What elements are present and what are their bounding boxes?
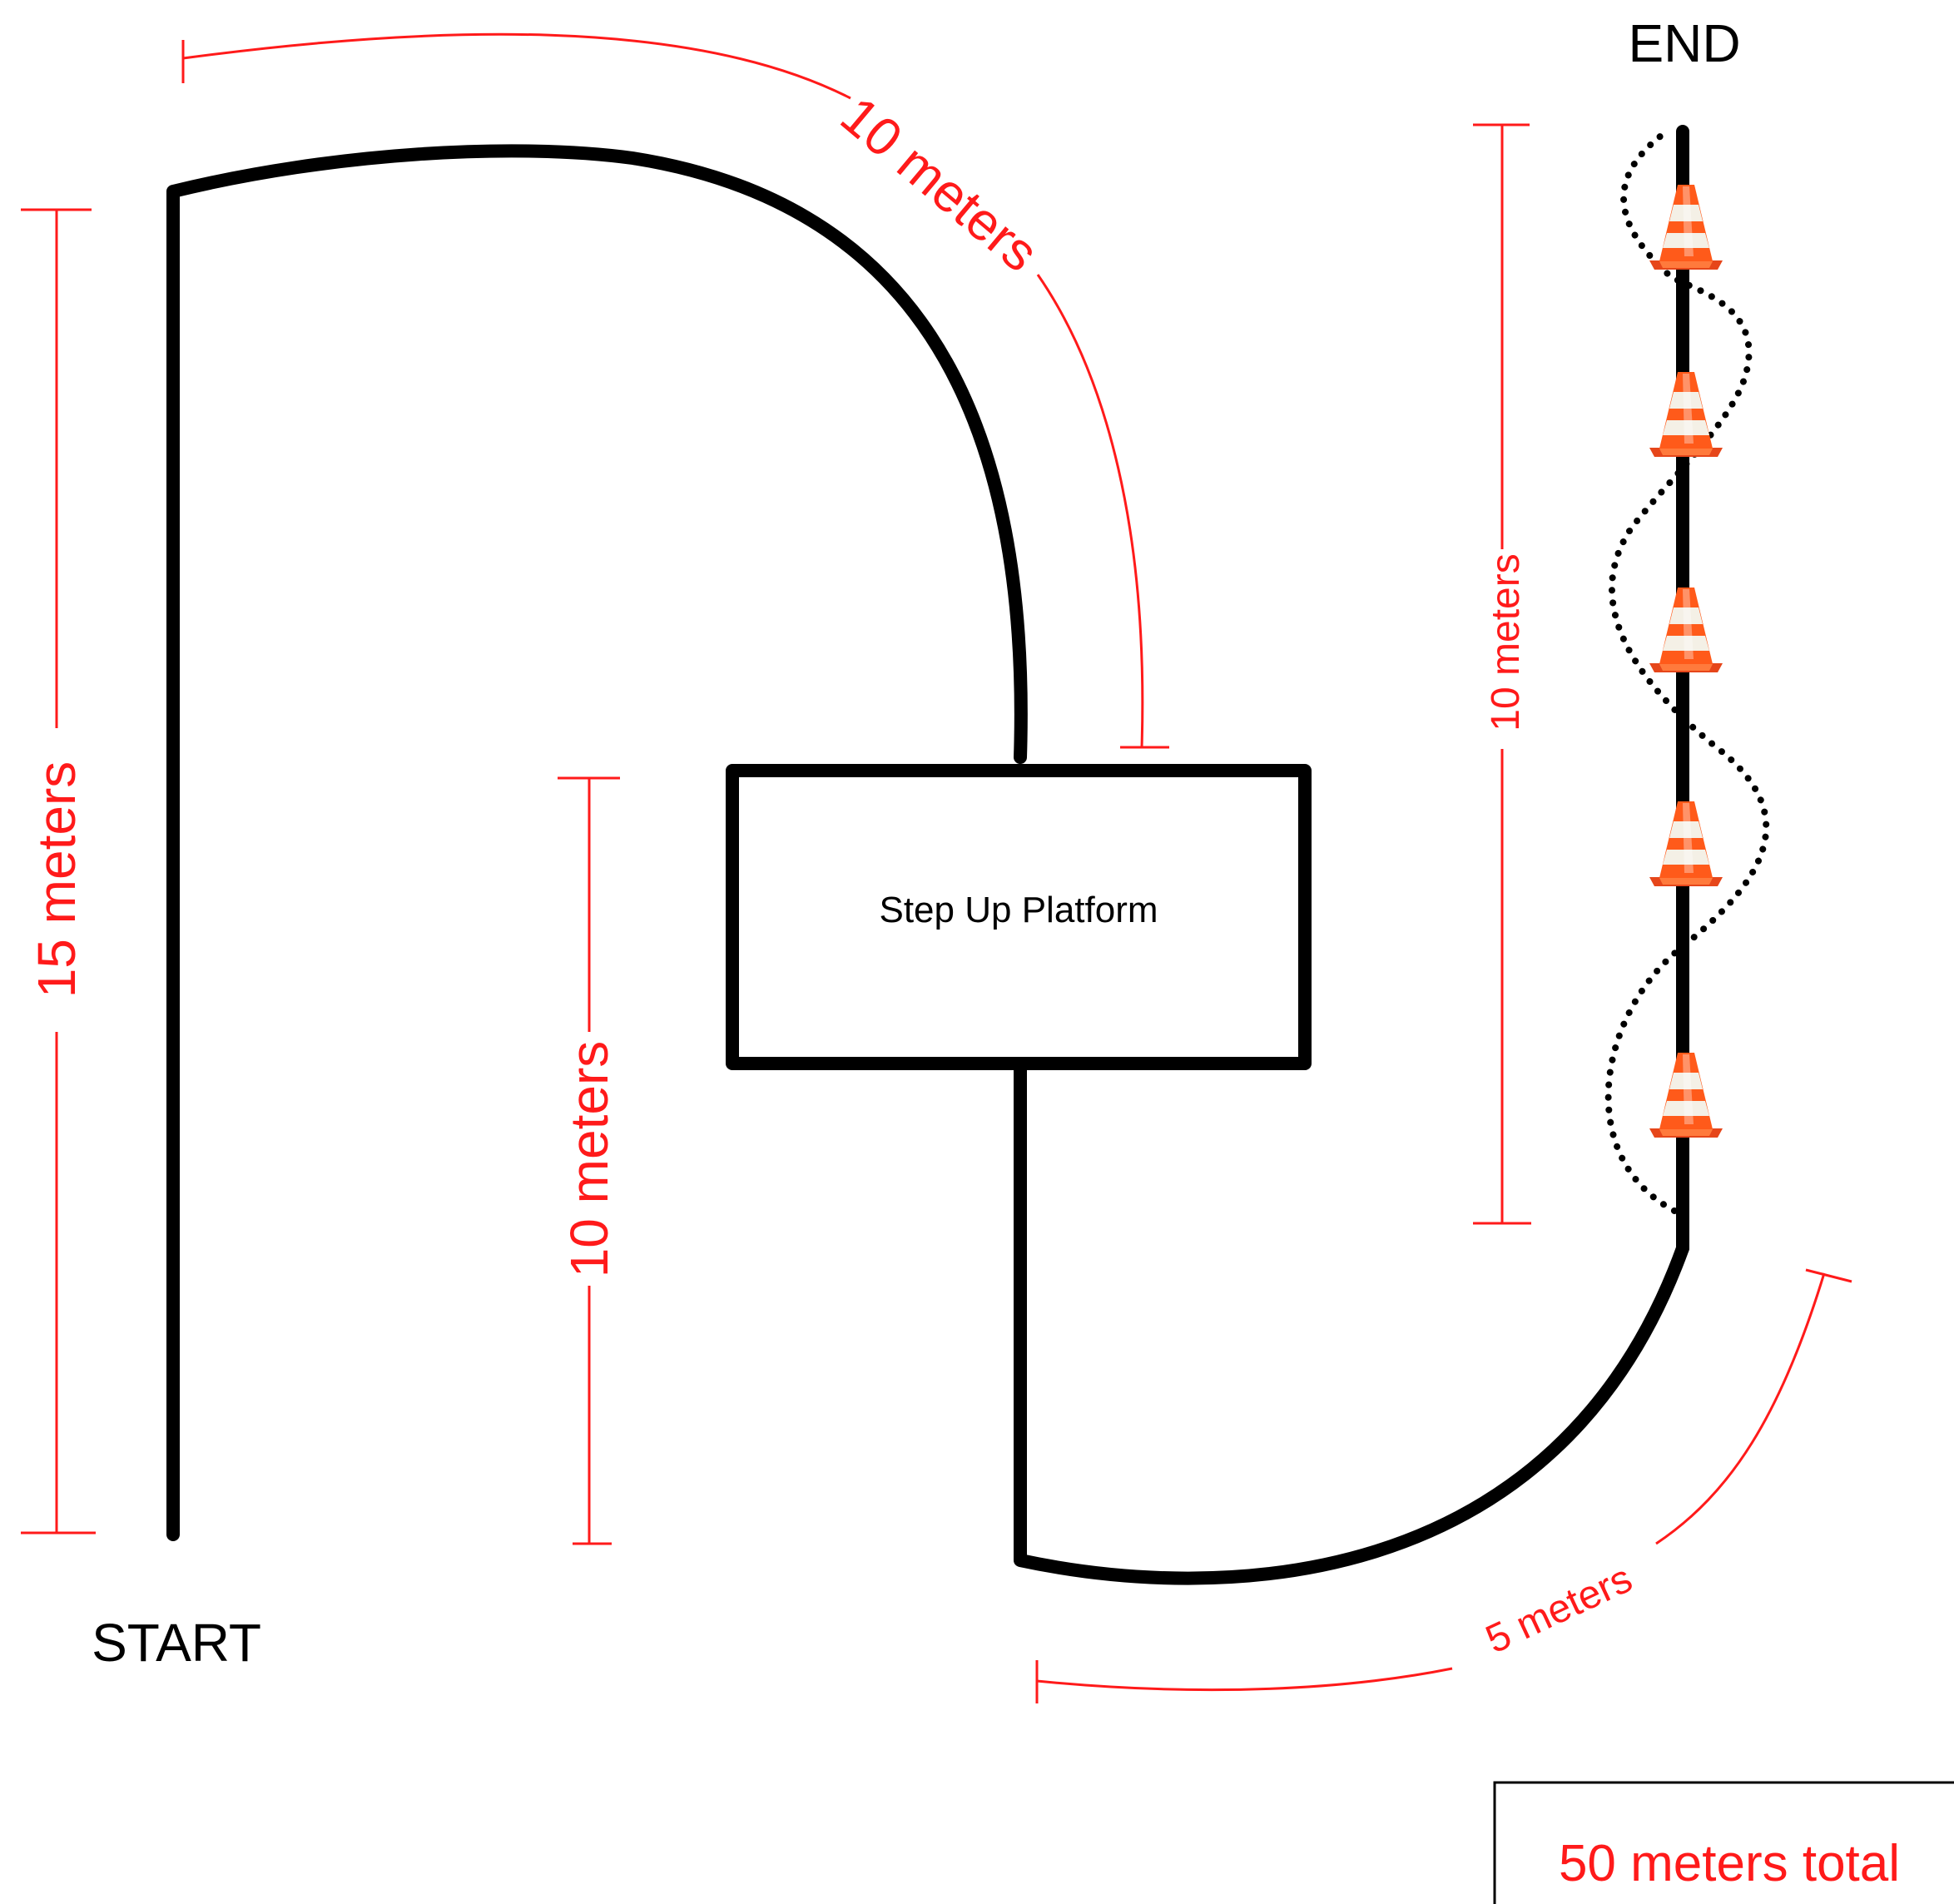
dimension-label-middle-10m: 10 meters bbox=[559, 1041, 619, 1278]
dimension-cone-section: 10 meters bbox=[1473, 123, 1531, 1225]
course-path-bottom bbox=[1014, 1060, 1689, 1585]
course-path-top bbox=[166, 144, 1028, 1541]
dimension-label-cone-10m: 10 meters bbox=[1484, 553, 1528, 731]
start-label: START bbox=[92, 1613, 261, 1673]
dimension-label-15m: 15 meters bbox=[27, 761, 87, 999]
dimension-bottom-arc: 5 meters bbox=[1035, 1268, 1852, 1703]
traffic-cone-icon bbox=[1649, 185, 1723, 270]
dimension-middle-vertical: 10 meters bbox=[558, 776, 620, 1545]
end-label: END bbox=[1628, 13, 1740, 73]
total-box: 50 meters total bbox=[1493, 1781, 1954, 1904]
traffic-cone-icon bbox=[1649, 801, 1723, 886]
traffic-cone-icon bbox=[1649, 1053, 1723, 1138]
dimension-left-vertical: 15 meters bbox=[21, 208, 96, 1535]
dimension-label-5m: 5 meters bbox=[1480, 1556, 1639, 1662]
traffic-cone-icon bbox=[1649, 588, 1723, 672]
traffic-cone-icon bbox=[1649, 372, 1723, 457]
platform-label: Step Up Platform bbox=[879, 890, 1158, 930]
total-label: 50 meters total bbox=[1559, 1835, 1900, 1892]
